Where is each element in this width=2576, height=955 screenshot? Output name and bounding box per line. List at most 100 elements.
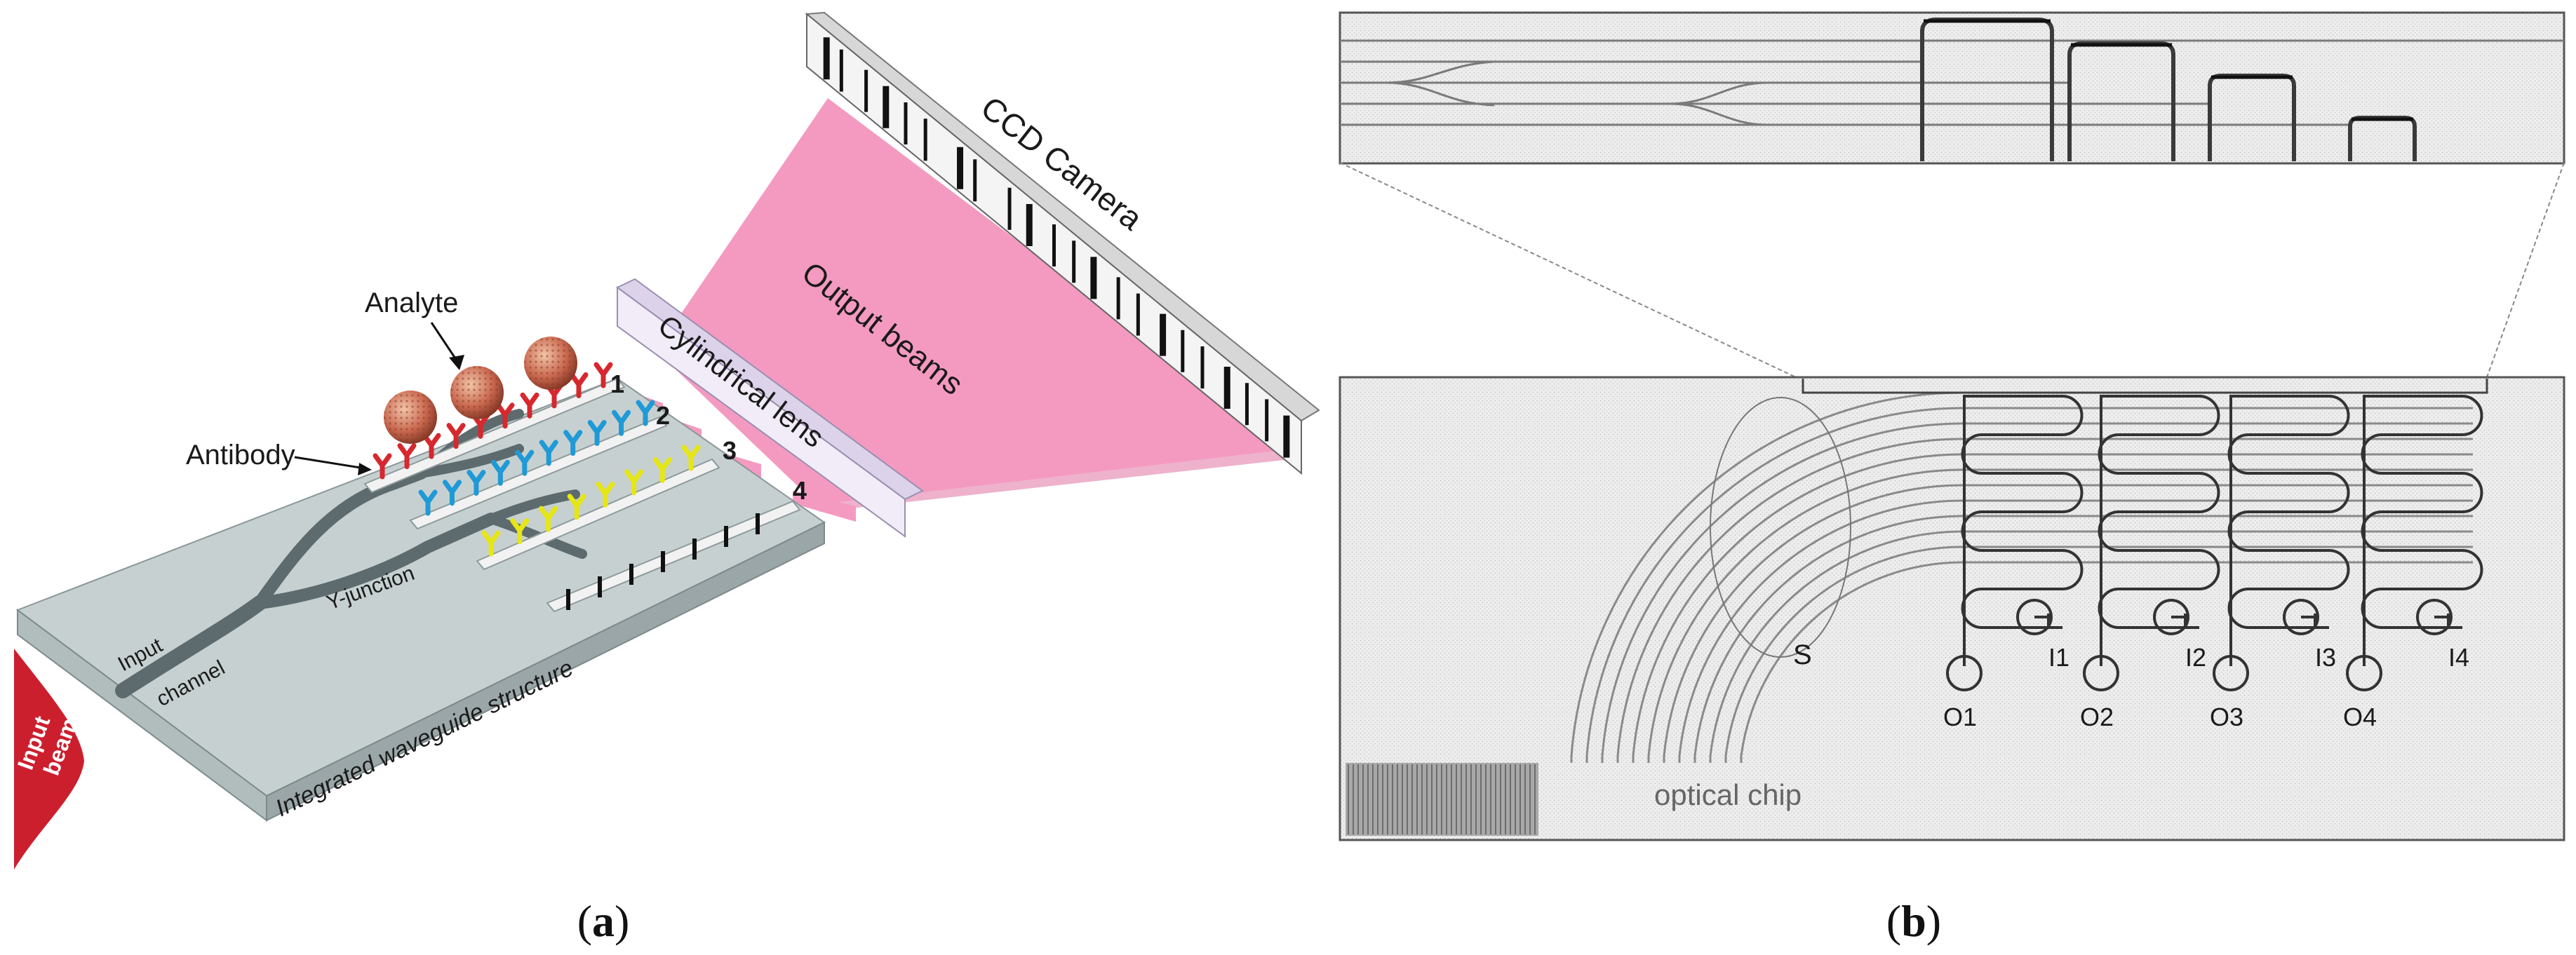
grating-lines [1348, 764, 1536, 834]
arc-waveguide [1693, 515, 2473, 763]
channel-number-4: 4 [793, 476, 807, 505]
optical-chip-label: optical chip [1654, 778, 1802, 811]
antibody [567, 494, 586, 520]
zoom-connector-right [2486, 162, 2565, 378]
waveguides [115, 409, 587, 698]
arc-waveguide [1647, 468, 2473, 763]
antibody [510, 518, 530, 545]
analyte-label: Analyte [365, 287, 458, 318]
input-port [2153, 599, 2189, 635]
waveguide-chip [15, 377, 826, 822]
antibody [593, 362, 613, 388]
channel-numbers: 1 2 3 4 [610, 370, 807, 505]
antibody [681, 445, 701, 471]
antibody [563, 430, 583, 456]
antibody [373, 453, 392, 480]
arc-waveguide [1585, 407, 2473, 763]
meander-waveguides [1961, 395, 2483, 666]
antibody [515, 449, 535, 476]
output-port-label: O3 [2210, 703, 2243, 731]
meander-waveguide [2227, 395, 2350, 666]
input-beam [14, 649, 84, 869]
caption-a-close: ) [615, 896, 629, 946]
output-port-label: O2 [2080, 703, 2114, 731]
output-beams-fan-edge [817, 449, 1294, 512]
arc-waveguides [1570, 379, 2488, 763]
output-port-label: O4 [2343, 703, 2377, 731]
antibody [539, 440, 558, 466]
antibody [636, 400, 655, 426]
caption-b: (b) [1886, 896, 1941, 946]
channel-number-3: 3 [723, 436, 737, 465]
channel-number-1: 1 [610, 370, 624, 398]
arc-waveguide [1570, 391, 2473, 763]
arc-waveguide [1616, 438, 2473, 763]
antibody [587, 419, 607, 446]
reference-ticks [566, 513, 760, 610]
sensing-region-label: S [1793, 639, 1812, 670]
input-port [2416, 599, 2453, 635]
caption-b-letter: b [1901, 896, 1926, 946]
antibody [397, 443, 417, 470]
channel-number-2: 2 [656, 401, 670, 430]
antibody [442, 480, 462, 506]
arc-waveguide [1632, 453, 2473, 763]
zoom-inset [1339, 11, 2565, 165]
antibody [520, 392, 539, 419]
meander-waveguide [2098, 395, 2220, 666]
caption-b-open: ( [1886, 896, 1901, 946]
caption-a: (a) [577, 896, 630, 946]
input-port-label: I4 [2448, 643, 2469, 672]
ccd-fringe-pattern [823, 37, 1290, 458]
beam-tip-4 [793, 491, 856, 522]
arc-waveguide [1663, 484, 2473, 763]
antibody [418, 489, 438, 516]
antibodies [373, 362, 701, 557]
arc-waveguide [1678, 499, 2473, 763]
input-port-label: I3 [2315, 643, 2336, 672]
arc-waveguide [1724, 546, 2473, 763]
antibody-arrowhead [358, 463, 372, 475]
antibody [481, 530, 501, 557]
arc-waveguide [1709, 530, 2473, 763]
output-port [2346, 655, 2382, 691]
output-port [2083, 655, 2119, 691]
caption-b-close: ) [1926, 896, 1941, 946]
sensing-strips [363, 377, 801, 613]
output-port [1946, 655, 1983, 691]
chip-left-face [17, 609, 267, 822]
zoom-connector-left [1339, 162, 1797, 378]
output-beams-fan [656, 98, 1294, 505]
caption-a-letter: a [592, 896, 615, 946]
output-port-label: O1 [1943, 703, 1977, 731]
antibody-label: Antibody [186, 440, 295, 470]
arc-waveguide [1740, 561, 2473, 763]
antibody-arrow [294, 456, 365, 470]
meander-waveguide [2361, 395, 2483, 666]
caption-a-open: ( [577, 896, 592, 946]
antibody [538, 506, 558, 532]
input-port-label: I2 [2185, 643, 2206, 672]
antibody [467, 470, 486, 496]
top-bus-waveguide [1802, 379, 2488, 394]
antibody [624, 469, 644, 496]
panel-a: CCD Camera Output beams Cylindrical lens [13, 11, 1320, 946]
meander-waveguide [1961, 395, 2084, 666]
input-port [2283, 599, 2319, 635]
antibody [652, 456, 672, 483]
antibody [596, 481, 615, 508]
antibody [490, 459, 510, 486]
analyte-spheres [384, 337, 577, 444]
analyte-arrowhead [449, 355, 464, 370]
arc-waveguide [1601, 422, 2473, 763]
output-port [2213, 655, 2249, 691]
input-port-label: I1 [2048, 643, 2069, 672]
input-port [2016, 599, 2053, 635]
antibody [446, 423, 466, 449]
antibody [612, 409, 631, 436]
sensing-region-s [1710, 397, 1851, 658]
